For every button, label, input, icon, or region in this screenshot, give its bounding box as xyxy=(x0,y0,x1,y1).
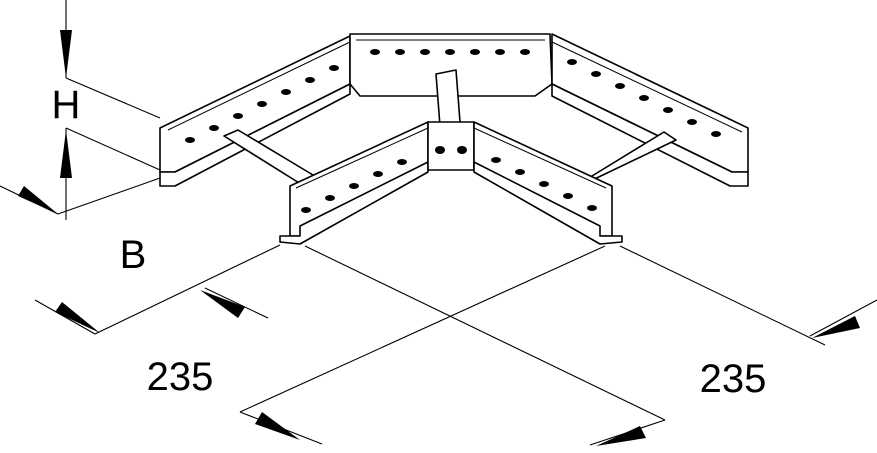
width-label: B xyxy=(120,233,147,277)
right-outer-foot xyxy=(551,83,749,187)
arrow-left-b xyxy=(200,290,245,318)
arrow-diag-b xyxy=(596,426,646,446)
inner-right-foot xyxy=(473,161,623,245)
arrow-width xyxy=(18,186,58,214)
arrow-top xyxy=(60,30,72,78)
dim-right-label: 235 xyxy=(700,357,767,401)
center-post xyxy=(435,69,461,127)
dim-left-235: 235 xyxy=(34,244,281,399)
arrow-right xyxy=(812,316,860,338)
left-rung xyxy=(223,129,319,187)
cable-tray-angle xyxy=(159,33,749,245)
arrow-bottom xyxy=(60,130,72,178)
height-dimension: H xyxy=(52,0,161,220)
arrow-diag-a xyxy=(255,412,300,440)
dim-right-235: 235 xyxy=(619,245,877,401)
dim-diagonal xyxy=(239,245,666,446)
slot-holes xyxy=(185,49,721,213)
left-outer-foot xyxy=(159,83,351,187)
dim-left-label: 235 xyxy=(147,355,214,399)
width-dimension: B xyxy=(0,177,161,277)
inner-center-block xyxy=(427,121,475,171)
arrow-left-a xyxy=(55,302,100,333)
height-label: H xyxy=(52,83,81,127)
